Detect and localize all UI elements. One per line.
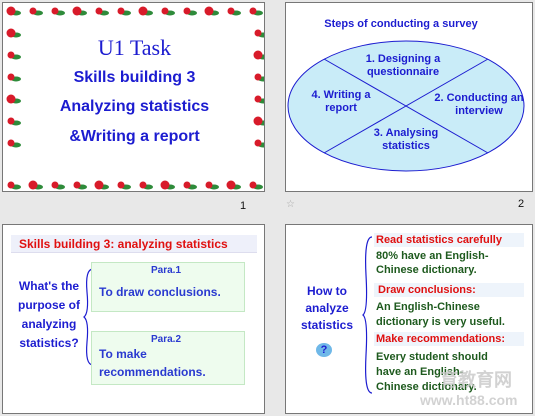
rose-shape [253, 116, 263, 126]
rose-shape [161, 7, 169, 15]
step-2-label: 2. Conducting an interview [434, 92, 524, 117]
rose-shape [73, 181, 81, 189]
rose-shape [254, 139, 262, 147]
rose-shape [72, 6, 82, 16]
slide1-line3: &Writing a report [69, 128, 200, 145]
slide1-title: U1 Task [97, 35, 172, 60]
rose-shape [204, 6, 214, 16]
watermark-logo: 育教育网 [440, 370, 512, 390]
slide3-heading: Skills building 3: analyzing statistics [19, 237, 228, 251]
rose-shape [7, 181, 15, 189]
rose-shape [7, 73, 15, 81]
rose-shape [205, 181, 213, 189]
rose-shape [117, 7, 125, 15]
slide-3-thumbnail[interactable]: Skills building 3: analyzing statistics … [2, 224, 265, 414]
rose-shape [6, 94, 16, 104]
rose-shape [51, 181, 59, 189]
slide1-line2: Analyzing statistics [59, 98, 210, 115]
para2-box [91, 331, 245, 385]
watermark-url: www.ht88.com [420, 392, 518, 408]
rose-shape [183, 181, 191, 189]
rose-shape [160, 180, 170, 190]
rose-shape [7, 51, 15, 59]
slide4-topic: How to analyze statistics [300, 284, 354, 332]
survey-steps-ellipse [287, 40, 525, 172]
rose-shape [254, 29, 262, 37]
brace-icon [362, 236, 373, 394]
rose-shape [138, 6, 148, 16]
page-number-2: 2 [518, 198, 525, 210]
rose-shape [94, 180, 104, 190]
rose-shape [51, 7, 59, 15]
rose-shape [7, 117, 15, 125]
highlight-bar [374, 233, 524, 247]
rose-shape [6, 28, 16, 38]
slide-1-thumbnail[interactable]: U1 Task Skills building 3 Analyzing stat… [2, 2, 265, 192]
slide-4-thumbnail[interactable]: How to analyze statistics ? Read statist… [285, 224, 533, 414]
slide3-question: What's the purpose of analyzing statisti… [18, 279, 80, 350]
rose-shape [253, 50, 263, 60]
slide2-title: Steps of conducting a survey [324, 18, 478, 30]
highlight-bar [374, 283, 524, 297]
rose-shape [226, 180, 236, 190]
slide4-heading-3: Make recommendations: [376, 333, 505, 345]
rose-shape [249, 7, 257, 15]
para1-label: Para.1 [151, 265, 182, 276]
rose-shape [6, 6, 16, 16]
para2-text: To make recommendations. [99, 347, 206, 379]
slide3-heading-bar [11, 235, 257, 253]
brace-icon [83, 268, 94, 366]
rose-shape [95, 7, 103, 15]
question-mark-icon: ? [316, 343, 332, 357]
rose-shape [117, 181, 125, 189]
rose-shape [29, 7, 37, 15]
slide4-heading-2: Draw conclusions: [378, 284, 476, 296]
rose-shape [183, 7, 191, 15]
step-1-label: 1. Designing a questionnaire [365, 53, 441, 78]
slide1-line1: Skills building 3 [73, 69, 196, 86]
rose-shape [254, 95, 262, 103]
slide4-text-2: An English-Chinese dictionary is very us… [376, 301, 505, 328]
highlight-bar [374, 332, 524, 346]
rose-shape [139, 181, 147, 189]
rose-border-decoration [6, 6, 264, 190]
page-number-1: 1 [240, 200, 247, 212]
rose-shape [249, 181, 257, 189]
rose-shape [254, 73, 262, 81]
slide-2-thumbnail[interactable]: Steps of conducting a survey 1. Designin… [285, 2, 533, 192]
step-3-label: 3. Analysing statistics [373, 127, 439, 152]
para1-text: To draw conclusions. [99, 285, 221, 299]
rose-shape [28, 180, 38, 190]
slide4-heading-1: Read statistics carefully [376, 234, 502, 246]
step-4-label: 4. Writing a report [311, 89, 371, 114]
slide4-text-3: Every student should have an English-Chi… [376, 351, 488, 393]
slide4-text-1: 80% have an English-Chinese dictionary. [376, 250, 489, 276]
rose-shape [227, 7, 235, 15]
rose-shape [7, 139, 15, 147]
para2-label: Para.2 [151, 334, 182, 345]
star-icon: ☆ [286, 199, 295, 210]
para1-box [91, 262, 245, 312]
